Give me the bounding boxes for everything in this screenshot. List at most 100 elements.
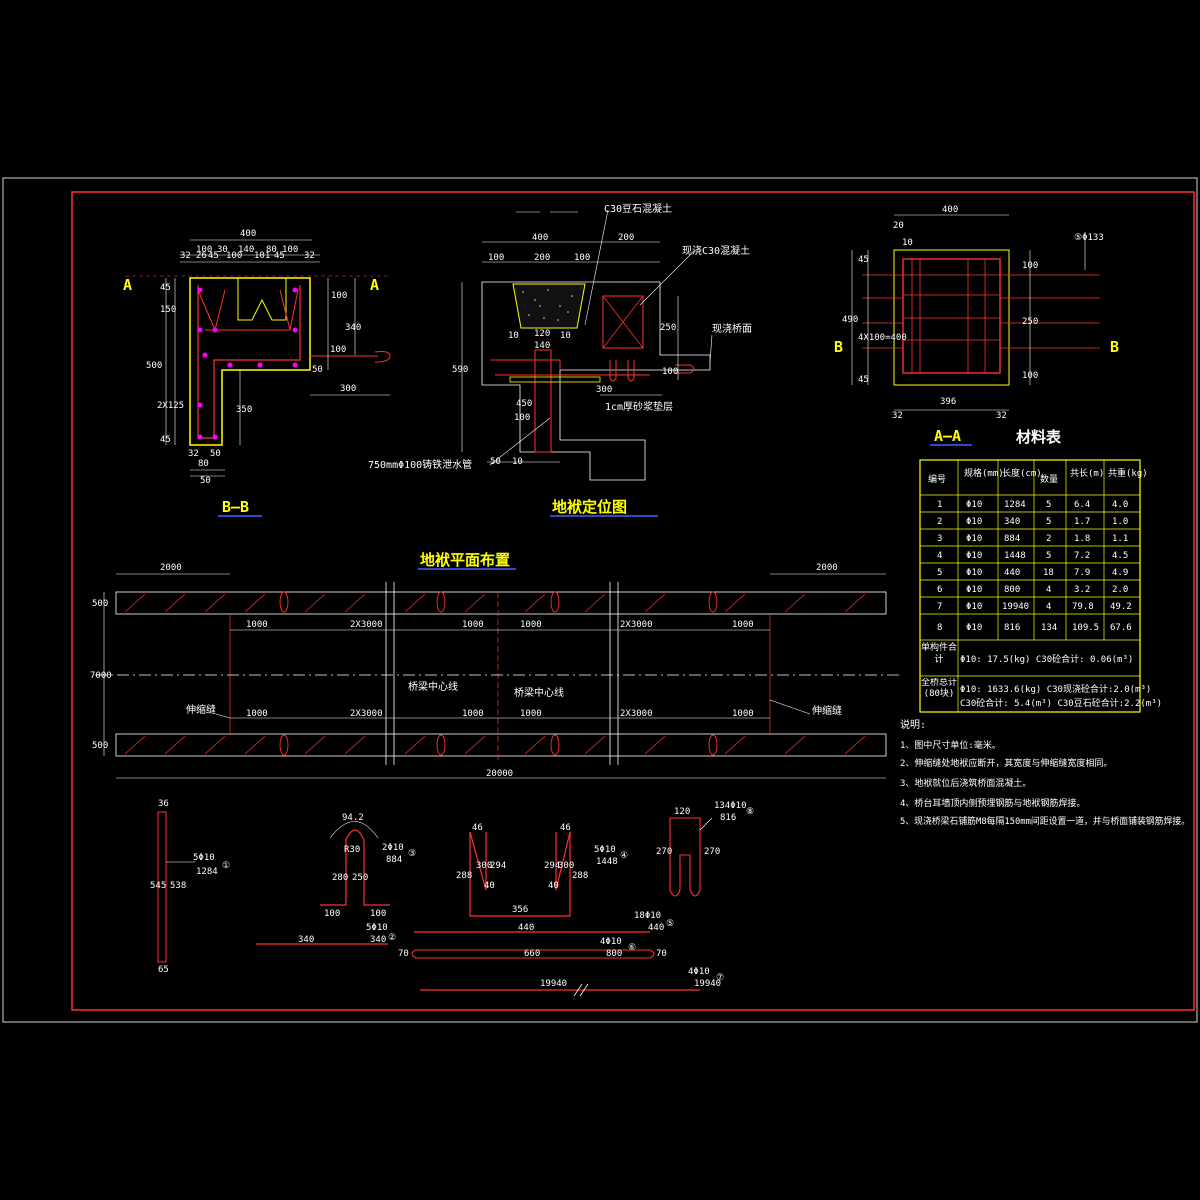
outer-frame bbox=[2, 177, 1198, 1023]
rebar-6-dim: 660 bbox=[524, 949, 540, 959]
rebar-2-spec: 5Φ10 bbox=[366, 923, 388, 933]
material-table-title: 材料表 bbox=[1016, 428, 1062, 446]
rebar-6-dim: 70 bbox=[398, 949, 409, 959]
bb-dim: 100 bbox=[282, 245, 298, 255]
bb-dim: 30 bbox=[217, 245, 228, 255]
aa-dim: 100 bbox=[1022, 371, 1038, 381]
label-c30-cast-concrete: 现浇C30混凝土 bbox=[682, 244, 750, 257]
bb-dim: 45 bbox=[274, 251, 285, 261]
location-view: 400 200 100 200 100 590 250 100 120 140 … bbox=[368, 202, 752, 517]
svg-text:79.8: 79.8 bbox=[1072, 602, 1094, 612]
rebar-3-dim: 280 bbox=[332, 873, 348, 883]
rebar-6-dim: 70 bbox=[656, 949, 667, 959]
inner-frame bbox=[71, 191, 1195, 1011]
rebar-4-dim: 40 bbox=[484, 881, 495, 891]
label-bridge-centerline-2: 桥梁中心线 bbox=[514, 686, 564, 699]
loc-dim: 100 bbox=[488, 253, 504, 263]
bb-dim: 50 bbox=[210, 449, 221, 459]
label-mortar-layer: 1cm厚砂浆垫层 bbox=[605, 400, 673, 413]
rebar-5-length: 440 bbox=[648, 923, 664, 933]
svg-text:6.4: 6.4 bbox=[1074, 500, 1090, 510]
rebar-8-length: 816 bbox=[720, 813, 736, 823]
rebar-6-spec: 4Φ10 bbox=[600, 937, 622, 947]
rebar-3-dim: 100 bbox=[324, 909, 340, 919]
svg-text:3.2: 3.2 bbox=[1074, 585, 1090, 595]
rebar-3-dim: 100 bbox=[370, 909, 386, 919]
svg-text:1.0: 1.0 bbox=[1112, 517, 1128, 527]
rebar-5-spec: 18Φ10 bbox=[634, 911, 661, 921]
rebar-5-phi133-label: ⑤Φ133 bbox=[1074, 233, 1104, 243]
rebar-3-spec: 2Φ10 bbox=[382, 843, 404, 853]
unit-total-label: 单构件合计 bbox=[921, 643, 957, 665]
svg-text:884: 884 bbox=[1004, 534, 1020, 544]
table-header: 共重(kg) bbox=[1108, 467, 1148, 479]
table-row: 2 Φ10 340 5 1.7 1.0 bbox=[937, 517, 1128, 527]
svg-text:800: 800 bbox=[1004, 585, 1020, 595]
svg-text:Φ10: Φ10 bbox=[966, 500, 982, 510]
rebar-1-length: 1284 bbox=[196, 867, 218, 877]
table-row: 6 Φ10 800 4 3.2 2.0 bbox=[937, 585, 1128, 595]
plan-dim: 2X3000 bbox=[350, 709, 383, 719]
notes: 说明: 1、图中尺寸单位:毫米。 2、伸缩缝处地袱应断开，其宽度与伸缩缝宽度相同… bbox=[900, 718, 1190, 827]
aa-cut-mark-left: B bbox=[834, 338, 843, 356]
note-4: 4、桥台耳墙顶内侧预埋钢筋与地袱钢筋焊接。 bbox=[900, 797, 1085, 809]
bb-dim-top-400: 400 bbox=[240, 229, 256, 239]
rebar-2-id: ② bbox=[388, 933, 396, 943]
plan-dim: 2X3000 bbox=[350, 620, 383, 630]
section-bb: 400 100 30 140 80 100 32 26 45 100 101 4… bbox=[123, 229, 391, 517]
rebar-6-length: 800 bbox=[606, 949, 622, 959]
bb-dim: 32 bbox=[180, 251, 191, 261]
loc-dim: 300 bbox=[596, 385, 612, 395]
svg-text:Φ10: Φ10 bbox=[966, 602, 982, 612]
rebar-4-dim: 300 bbox=[476, 861, 492, 871]
svg-text:18: 18 bbox=[1043, 568, 1054, 578]
plan-dim: 1000 bbox=[732, 709, 754, 719]
table-row: 5 Φ10 440 18 7.9 4.9 bbox=[937, 568, 1128, 578]
bb-dim: 340 bbox=[345, 323, 361, 333]
rebar-8-dim: 270 bbox=[656, 847, 672, 857]
rebar-4-spec: 5Φ10 bbox=[594, 845, 616, 855]
label-bridge-centerline-1: 桥梁中心线 bbox=[408, 680, 458, 693]
grand-total-line-2: C30砼合计: 5.4(m³) C30豆石砼合计:2.2(m³) bbox=[960, 697, 1162, 709]
table-header: 规格(mm) bbox=[964, 467, 1004, 479]
bb-dim: 50 bbox=[312, 365, 323, 375]
svg-text:49.2: 49.2 bbox=[1110, 602, 1132, 612]
plan-dim: 7000 bbox=[90, 671, 112, 681]
svg-text:4: 4 bbox=[937, 551, 942, 561]
rebar-8-spec: 134Φ10 bbox=[714, 801, 747, 811]
rebar-7-id: ⑦ bbox=[716, 973, 724, 983]
section-bb-notch bbox=[237, 277, 287, 321]
svg-text:7.2: 7.2 bbox=[1074, 551, 1090, 561]
bb-dim: 100 bbox=[196, 245, 212, 255]
bb-dim: 32 bbox=[304, 251, 315, 261]
rebar-8-dim: 270 bbox=[704, 847, 720, 857]
rebar-1-dim: 36 bbox=[158, 799, 169, 809]
svg-text:340: 340 bbox=[1004, 517, 1020, 527]
aa-dim: 45 bbox=[858, 375, 869, 385]
rebar-8-id: ⑧ bbox=[746, 807, 754, 817]
plan-dim: 2X3000 bbox=[620, 620, 653, 630]
svg-text:6: 6 bbox=[937, 585, 942, 595]
bb-dim: 100 bbox=[330, 345, 346, 355]
rebar-4-dim: 300 bbox=[558, 861, 574, 871]
loc-dim: 100 bbox=[514, 413, 530, 423]
aa-dim: 45 bbox=[858, 255, 869, 265]
svg-text:5: 5 bbox=[1046, 500, 1051, 510]
table-row: 7 Φ10 19940 4 79.8 49.2 bbox=[937, 602, 1132, 612]
svg-text:Φ10: Φ10 bbox=[966, 623, 982, 633]
aa-dim: 400 bbox=[942, 205, 958, 215]
rebar-7-dim: 19940 bbox=[540, 979, 567, 989]
table-header: 编号 bbox=[928, 473, 946, 485]
rebar-1-spec: 5Φ10 bbox=[193, 853, 215, 863]
bb-dim: 140 bbox=[238, 245, 254, 255]
svg-text:1448: 1448 bbox=[1004, 551, 1026, 561]
grout-fill bbox=[512, 283, 586, 329]
bb-dim: 300 bbox=[340, 384, 356, 394]
svg-text:1.7: 1.7 bbox=[1074, 517, 1090, 527]
svg-text:2: 2 bbox=[937, 517, 942, 527]
svg-text:3: 3 bbox=[937, 534, 942, 544]
bb-dim: 150 bbox=[160, 305, 176, 315]
grand-total-line-1: Φ10: 1633.6(kg) C30现浇砼合计:2.0(m³) bbox=[960, 683, 1151, 695]
svg-text:Φ10: Φ10 bbox=[966, 517, 982, 527]
